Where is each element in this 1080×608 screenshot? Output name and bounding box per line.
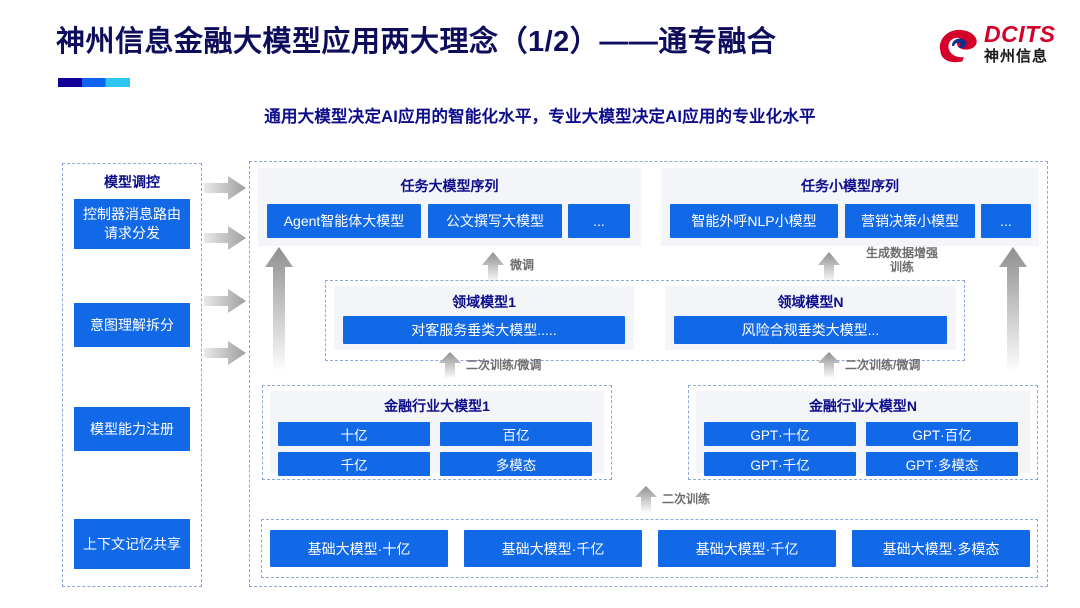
domain-right-box-1[interactable]: 风险合规垂类大模型... [674, 316, 947, 344]
task-large-box-3[interactable]: ... [568, 204, 630, 238]
arrow-label-data-aug-line2: 训练 [889, 260, 914, 274]
task-small-box-1[interactable]: 智能外呼NLP小模型 [670, 204, 838, 238]
flow-arrow-up-data-aug [818, 252, 840, 282]
industry-left-box-3[interactable]: 千亿 [278, 452, 430, 476]
sidebar-item-controller-routing[interactable]: 控制器消息路由请求分发 [74, 199, 190, 249]
arrow-label-fine-tune: 微调 [510, 258, 535, 272]
page-subtitle: 通用大模型决定AI应用的智能化水平，专业大模型决定AI应用的专业化水平 [264, 108, 816, 126]
flow-arrow-up-retrain-ft-right [818, 352, 840, 378]
flow-arrow-up-long-left [265, 247, 293, 369]
flow-arrow-right-4 [204, 341, 246, 365]
flow-arrow-up-retrain-ft-left [439, 352, 461, 378]
industry-right-title: 金融行业大模型N [808, 398, 918, 414]
industry-left-box-1[interactable]: 十亿 [278, 422, 430, 446]
page-title: 神州信息金融大模型应用两大理念（1/2）——通专融合 [56, 26, 777, 58]
foundation-box-3[interactable]: 基础大模型·千亿 [658, 530, 836, 567]
industry-right-container [688, 385, 1038, 480]
industry-right-box-1[interactable]: GPT·十亿 [704, 422, 856, 446]
title-accent-bar [58, 78, 130, 87]
task-small-box-3[interactable]: ... [981, 204, 1031, 238]
arrow-label-retrain-ft-right: 二次训练/微调 [845, 358, 921, 372]
dcits-logo: DCITS 神州信息 [936, 20, 1066, 78]
foundation-box-4[interactable]: 基础大模型·多模态 [852, 530, 1030, 567]
foundation-box-2[interactable]: 基础大模型·千亿 [464, 530, 642, 567]
main-container [249, 161, 1048, 587]
sidebar-item-capability-registry[interactable]: 模型能力注册 [74, 407, 190, 451]
foundation-box-1[interactable]: 基础大模型·十亿 [270, 530, 448, 567]
task-small-box-2[interactable]: 营销决策小模型 [845, 204, 975, 238]
domain-left-box-1[interactable]: 对客服务垂类大模型..... [343, 316, 625, 344]
flow-arrow-up-retrain [635, 486, 657, 512]
industry-left-box-4[interactable]: 多模态 [440, 452, 592, 476]
domain-right-title: 领域模型N [777, 294, 844, 310]
sidebar-item-label: 上下文记忆共享 [83, 535, 181, 552]
sidebar-item-label: 意图理解拆分 [90, 316, 174, 333]
flow-arrow-right-1 [204, 176, 246, 200]
sidebar-item-label: 控制器消息路由请求分发 [83, 206, 181, 241]
sidebar-item-intent-parsing[interactable]: 意图理解拆分 [74, 303, 190, 347]
flow-arrow-right-3 [204, 289, 246, 313]
domain-row-container [325, 280, 965, 361]
industry-left-title: 金融行业大模型1 [384, 398, 490, 414]
sidebar-container [62, 163, 202, 587]
flow-arrow-right-2 [204, 226, 246, 250]
logo-en-text: DCITS [984, 21, 1056, 47]
flow-arrow-up-fine-tune [482, 252, 504, 282]
foundation-container [261, 519, 1038, 578]
logo-text: DCITS 神州信息 [984, 22, 1056, 67]
task-small-title: 任务小模型序列 [801, 178, 899, 194]
domain-left-title: 领域模型1 [452, 294, 516, 310]
arrow-label-retrain: 二次训练 [662, 492, 711, 506]
arrow-label-data-aug: 生成数据增强 训练 [848, 246, 956, 274]
sidebar-item-context-memory[interactable]: 上下文记忆共享 [74, 519, 190, 569]
industry-left-box-2[interactable]: 百亿 [440, 422, 592, 446]
task-large-box-2[interactable]: 公文撰写大模型 [428, 204, 562, 238]
logo-cn-text: 神州信息 [984, 48, 1049, 65]
task-large-box-1[interactable]: Agent智能体大模型 [267, 204, 421, 238]
industry-right-box-4[interactable]: GPT·多模态 [866, 452, 1018, 476]
arrow-label-retrain-ft-left: 二次训练/微调 [466, 358, 542, 372]
industry-left-container [262, 385, 612, 480]
task-large-title: 任务大模型序列 [400, 178, 499, 194]
sidebar-item-label: 模型能力注册 [90, 420, 174, 437]
logo-swirl-icon [939, 29, 977, 63]
sidebar-title: 模型调控 [104, 174, 160, 190]
industry-right-box-2[interactable]: GPT·百亿 [866, 422, 1018, 446]
arrow-label-data-aug-line1: 生成数据增强 [865, 246, 938, 260]
flow-arrow-up-long-right [999, 247, 1027, 369]
industry-right-box-3[interactable]: GPT·千亿 [704, 452, 856, 476]
